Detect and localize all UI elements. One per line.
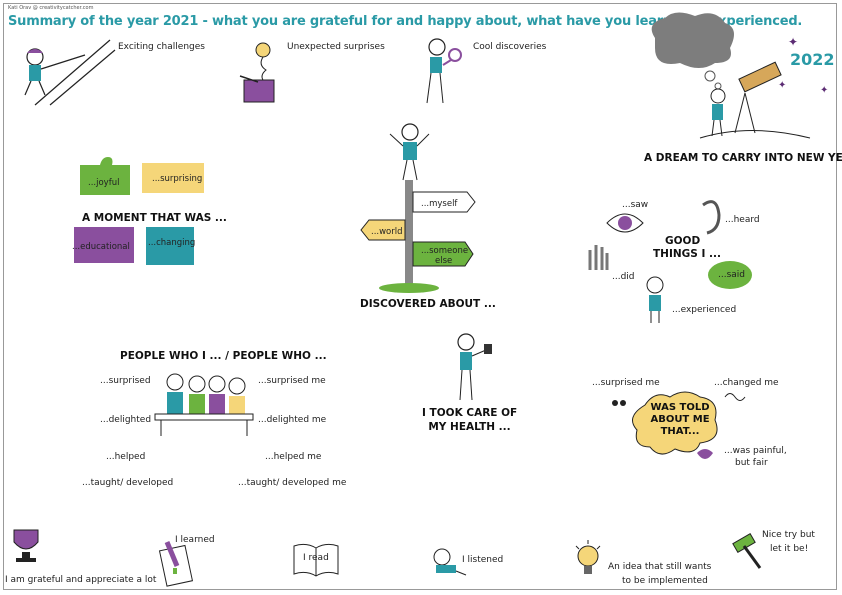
learned-label: I learned — [175, 535, 215, 545]
credit-text: Kati Orav @ creativitycatcher.com — [8, 5, 94, 11]
piece-educational: ...educational — [72, 242, 130, 252]
told-bubble-illustration — [612, 391, 746, 459]
people-left-1: ...surprised — [100, 376, 151, 386]
dream-heading: A DREAM TO CARRY INTO NEW YEAR ... — [644, 152, 842, 164]
people-right-4: ...taught/ developed me — [238, 478, 347, 488]
good-heading-1: GOOD — [665, 235, 701, 247]
experienced-label: ...experienced — [672, 305, 737, 315]
grateful-label: I am grateful and appreciate a lot — [5, 575, 157, 585]
cool-discoveries-label: Cool discoveries — [473, 42, 547, 52]
heard-label: ...heard — [725, 215, 760, 225]
surprise-box-icon — [239, 42, 275, 103]
people-bench-illustration — [154, 373, 254, 436]
piece-changing: ...changing — [148, 238, 195, 248]
svg-text:✦: ✦ — [788, 35, 798, 49]
people-right-2: ...delighted me — [258, 415, 327, 425]
people-left-4: ...taught/ developed — [82, 478, 174, 488]
sign-myself: ...myself — [421, 199, 458, 209]
people-right-3: ...helped me — [265, 452, 322, 462]
listened-label: I listened — [462, 555, 504, 565]
told-bubble-line-3: THAT... — [660, 426, 700, 437]
learned-note-icon — [158, 541, 194, 587]
told-bubble-line-1: WAS TOLD — [650, 402, 710, 413]
told-bubble-line-2: ABOUT ME — [650, 414, 710, 425]
saw-label: ...saw — [622, 200, 649, 210]
moment-heading: A MOMENT THAT WAS ... — [82, 212, 227, 224]
health-heading-2: MY HEALTH ... — [428, 421, 511, 433]
did-label: ...did — [612, 272, 635, 282]
idea-label-1: An idea that still wants — [608, 562, 712, 572]
dream-telescope-illustration: ✦ ✦ ✦ — [651, 12, 828, 139]
sign-world: ...world — [371, 227, 403, 237]
page-title: Summary of the year 2021 - what you are … — [8, 14, 803, 29]
moment-puzzle-pieces: ...joyful ...surprising ...educational .… — [72, 157, 204, 265]
painful-label-1: ...was painful, — [724, 446, 787, 456]
exciting-challenges-label: Exciting challenges — [118, 42, 205, 52]
told-surprised-label: ...surprised me — [592, 378, 660, 388]
people-heading: PEOPLE WHO I ... / PEOPLE WHO ... — [120, 350, 327, 362]
discoverer-doodle — [426, 38, 462, 104]
svg-text:✦: ✦ — [820, 85, 828, 96]
said-label: ...said — [718, 270, 745, 280]
good-heading-2: THINGS I ... — [653, 248, 722, 260]
page-frame — [3, 3, 837, 590]
health-figure-illustration — [457, 333, 492, 401]
discovered-heading: DISCOVERED ABOUT ... — [360, 298, 496, 310]
unexpected-surprises-label: Unexpected surprises — [287, 42, 385, 52]
people-left-2: ...delighted — [100, 415, 152, 425]
piece-surprising: ...surprising — [152, 174, 202, 184]
year-2022-label: 2022 — [790, 50, 835, 69]
climber-doodle — [24, 39, 116, 106]
read-label: I read — [303, 553, 329, 563]
hammer-icon — [732, 532, 762, 569]
signpost-illustration: ...myself ...world ...someone else — [360, 123, 476, 293]
people-left-3: ...helped — [106, 452, 146, 462]
nice-try-label-1: Nice try but — [762, 530, 815, 540]
lightbulb-icon — [575, 540, 601, 574]
sign-else: else — [435, 256, 452, 266]
listener-icon — [433, 548, 467, 576]
nice-try-label-2: let it be! — [770, 544, 809, 554]
trophy-icon — [13, 529, 39, 562]
told-changed-label: ...changed me — [714, 378, 779, 388]
painful-label-2: but fair — [735, 458, 768, 468]
piece-joyful: ...joyful — [88, 178, 119, 188]
people-right-1: ...surprised me — [258, 376, 326, 386]
svg-text:✦: ✦ — [778, 80, 786, 91]
sign-someone: ...someone — [421, 246, 468, 256]
book-icon — [293, 543, 339, 577]
idea-label-2: to be implemented — [622, 576, 708, 586]
good-things-illustration — [588, 200, 752, 323]
health-heading-1: I TOOK CARE OF — [422, 407, 518, 419]
